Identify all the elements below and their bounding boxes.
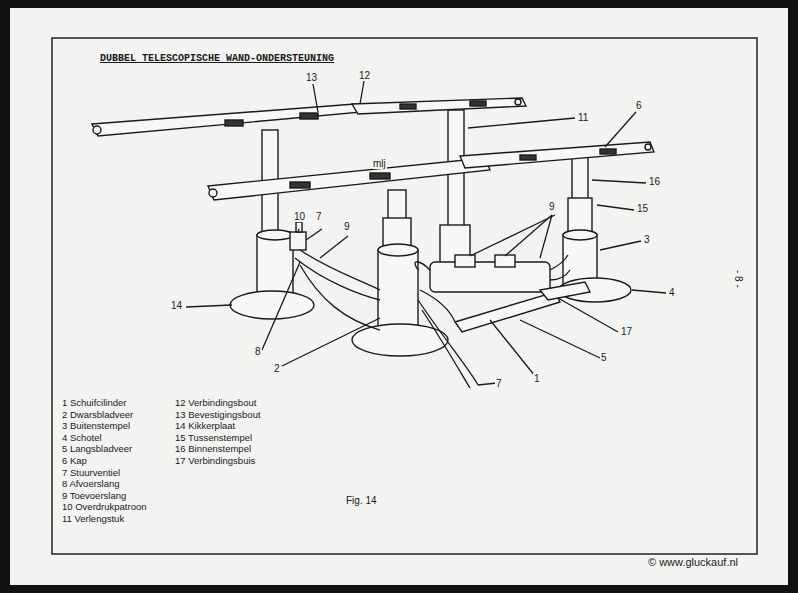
parts-list-entry: 1 Schuifcilinder [62,397,126,408]
watermark: © www.gluckauf.nl [646,557,740,568]
parts-list-entry: 8 Afvoerslang [62,478,120,489]
parts-list-entry: 16 Binnenstempel [175,443,251,454]
parts-list-entry: 7 Stuurventiel [62,467,120,478]
parts-list-entry: 10 Overdrukpatroon [62,501,147,512]
callout-number: 9 [343,221,351,232]
parts-list-entry: 17 Verbindingsbuis [175,455,255,466]
callout-number: 10 [293,211,306,222]
parts-list-entry: 2 Dwarsbladveer [62,409,133,420]
parts-list-entry: 3 Buitenstempel [62,420,130,431]
callout-number: 11 [577,112,589,123]
parts-list-entry: 14 Kikkerplaat [175,420,235,431]
parts-list-entry: 9 Toevoerslang [62,490,126,501]
callout-number: 7 [495,378,503,389]
callout-number: 6 [635,100,643,111]
callout-number: 1 [533,373,541,384]
callout-number: 7 [315,211,323,222]
callout-number: 5 [600,352,608,363]
callout-number: 3 [643,234,651,245]
callout-number: 14 [170,300,183,311]
callout-number: 9 [548,201,556,212]
parts-list-entry: 11 Verlengstuk [62,513,124,524]
callout-number: 16 [648,176,661,187]
parts-list-entry: 6 Kap [62,455,87,466]
parts-list-entry: 15 Tussenstempel [175,432,252,443]
parts-list-entry: 13 Bevestigingsbout [175,409,261,420]
parts-list-entry: 12 Verbindingsbout [175,397,256,408]
figure-caption: Fig. 14 [346,495,377,506]
callout-number: 12 [358,70,371,81]
parts-list-entry: 5 Langsbladveer [62,443,132,454]
callout-number: 15 [636,203,649,214]
callout-number: 2 [273,363,281,374]
diagram-title: DUBBEL TELESCOPISCHE WAND-ONDERSTEUNING [100,53,334,64]
callout-number: 17 [620,326,633,337]
parts-list-entry: 4 Schotel [62,432,102,443]
page-number: - 8 - [733,270,744,288]
stamp-text: mlj [372,158,387,169]
callout-number: 8 [254,346,262,357]
callout-number: 13 [305,72,318,83]
callout-number: 4 [668,287,676,298]
